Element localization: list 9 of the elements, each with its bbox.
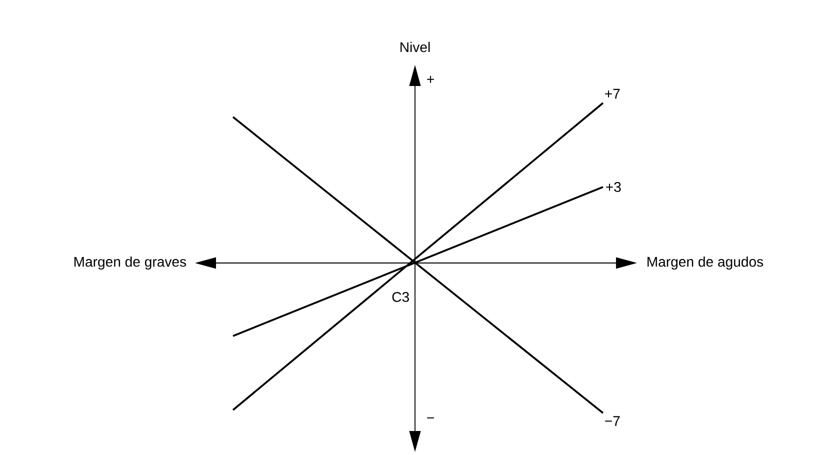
line-label: −7: [605, 416, 620, 426]
axis-label: Margen de agudos: [648, 256, 764, 270]
axis-label: Margen de graves: [74, 256, 186, 270]
axis-label: Nivel: [400, 42, 430, 52]
sign-label: +: [427, 76, 434, 83]
sign-label: −: [427, 417, 434, 418]
line-label: +3: [606, 182, 621, 192]
line-label: +7: [605, 88, 620, 99]
point-label: C3: [392, 292, 409, 302]
